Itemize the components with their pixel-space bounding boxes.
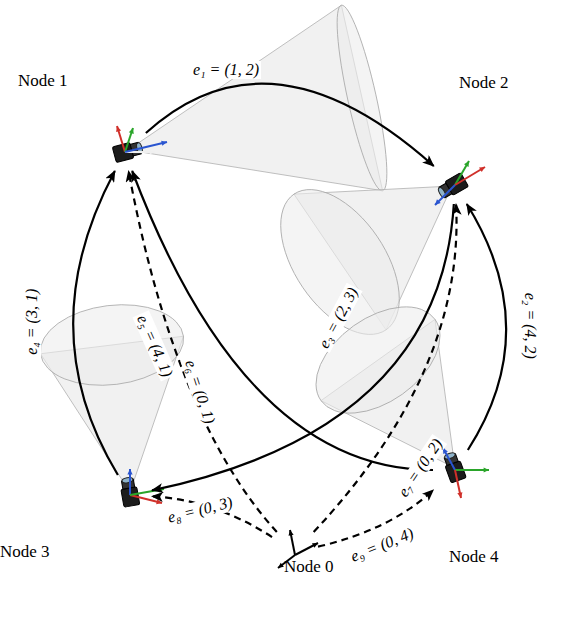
- node-label: Node 3: [0, 542, 50, 562]
- camera-icon: [435, 161, 485, 205]
- solid-arrow: [73, 171, 118, 475]
- view-cone: [128, 2, 397, 194]
- camera-node: Node 2: [433, 166, 477, 204]
- camera-node: Node 3: [108, 475, 152, 515]
- edge-label: e₁ = (1, 2): [191, 61, 261, 79]
- solid-arrow: [152, 204, 454, 490]
- edge-label: e₄ = (3, 1): [23, 287, 41, 357]
- camera-icon: [441, 448, 489, 498]
- node-label: Node 0: [284, 557, 334, 577]
- solid-arrow: [467, 204, 506, 450]
- camera-icon: [112, 126, 167, 163]
- solid-arrow: [146, 84, 434, 166]
- edge-label: e₂ = (4, 2): [521, 291, 539, 361]
- edge-label: e₉ = (0, 4): [346, 524, 418, 567]
- dashed-arrow: [129, 171, 277, 532]
- node-label: Node 4: [449, 547, 499, 567]
- camera-node: Node 1: [103, 133, 147, 171]
- edge-label: e₆ = (0, 1): [181, 356, 219, 428]
- camera-node: Node 4: [433, 450, 477, 490]
- dashed-arrow: [314, 204, 457, 532]
- node-label: Node 2: [459, 73, 509, 93]
- node-label: Node 1: [18, 71, 68, 91]
- camera-node: Node 0: [272, 532, 318, 572]
- edge-label: e₈ = (0, 3): [164, 493, 236, 527]
- solid-arrow: [132, 171, 433, 470]
- camera-icon: [119, 469, 164, 507]
